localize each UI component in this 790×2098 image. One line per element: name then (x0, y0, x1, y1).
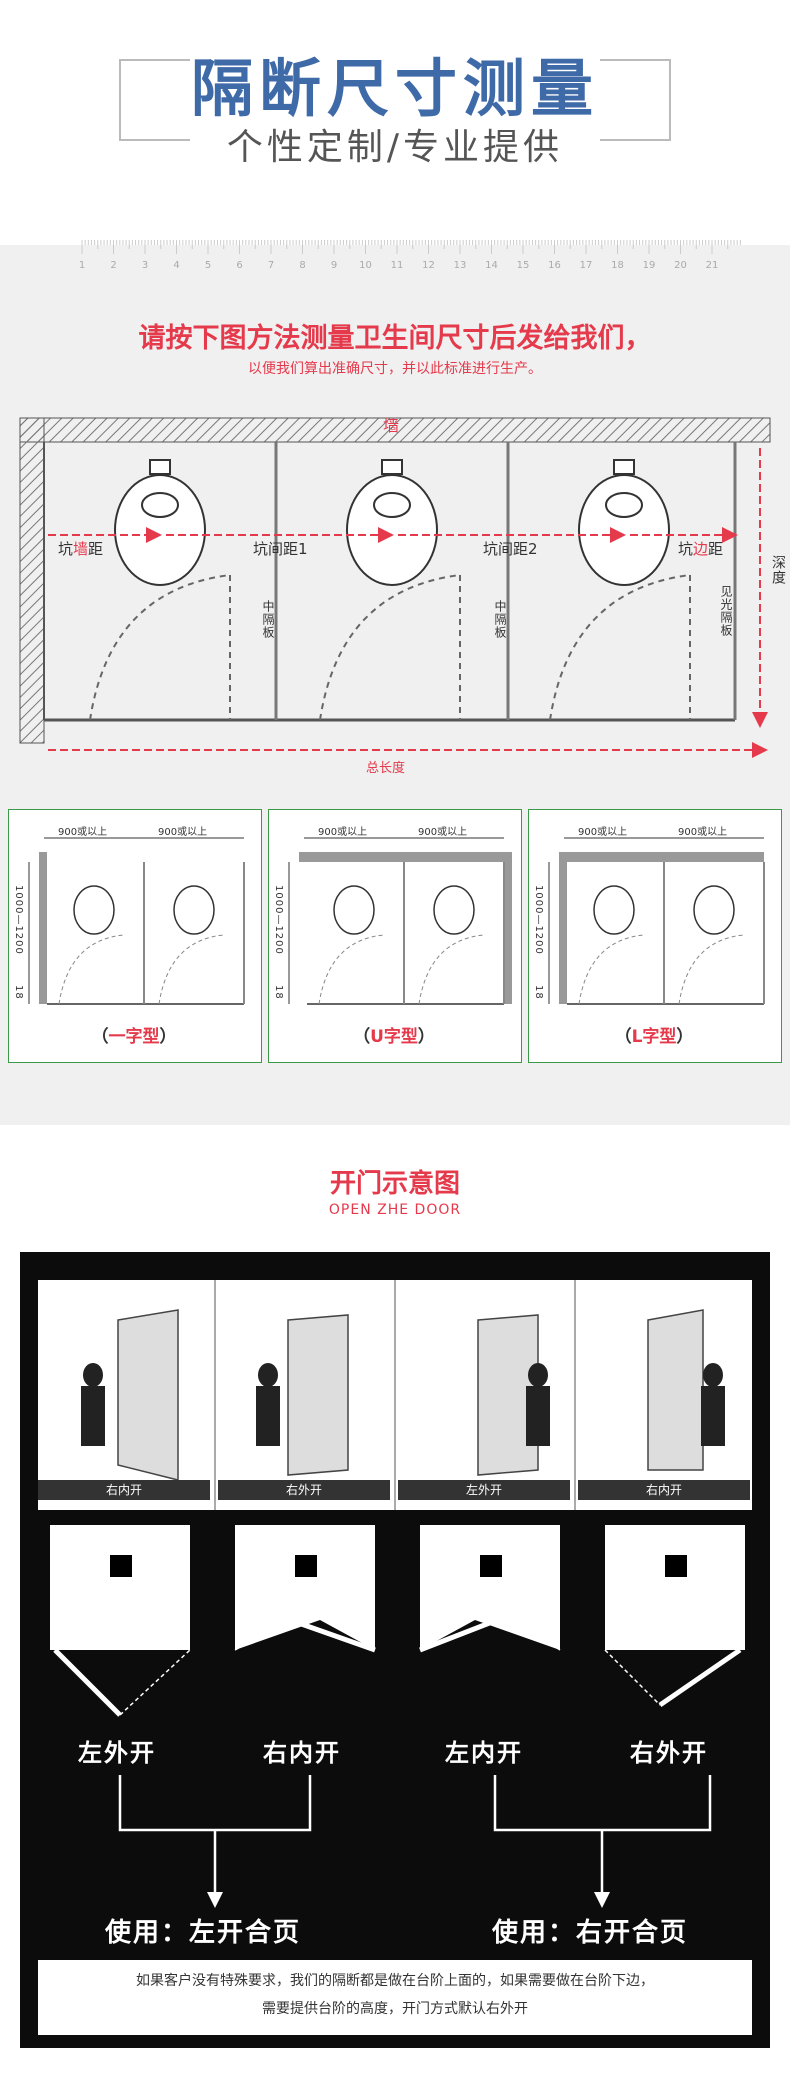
type-plan (28, 837, 245, 1005)
type-height-2: 18 (13, 985, 24, 1000)
ruler-tick-label: 20 (674, 260, 687, 271)
type-width-1: 900或以上 (318, 827, 368, 838)
type-card-label: （一字型） (91, 1027, 177, 1047)
type-card-label: （L字型） (614, 1027, 694, 1047)
ruler-tick-label: 1 (79, 260, 85, 271)
type-card (268, 809, 522, 1063)
depth-label: 深度 (770, 555, 786, 585)
door-section-title: 开门示意图 (329, 1169, 460, 1199)
door-section-subtitle: OPEN ZHE DOOR (328, 1202, 462, 1218)
door-photo-caption: 右外开 (218, 1480, 390, 1500)
middle-panel-label-2: 中隔板 (493, 600, 507, 639)
ruler-tick-label: 6 (236, 260, 242, 271)
type-height-1: 1000—1200 (533, 885, 544, 955)
page-subtitle: 个性定制/专业提供 (226, 127, 564, 168)
ruler-tick-label: 4 (173, 260, 179, 271)
type-width-1: 900或以上 (578, 827, 628, 838)
type-width-2: 900或以上 (678, 827, 728, 838)
measure-subtitle: 以便我们算出准确尺寸，并以此标准进行生产。 (248, 361, 542, 377)
visible-panel-label: 见光隔板 (719, 585, 733, 637)
type-height-2: 18 (533, 985, 544, 1000)
door-photo-caption: 左外开 (398, 1480, 570, 1500)
middle-panel-label-1: 中隔板 (261, 600, 275, 639)
door-photos-graphic (81, 1280, 725, 1510)
total-length-label: 总长度 (366, 761, 406, 776)
type-plan (548, 837, 765, 1005)
door-connectors-graphic (118, 1775, 712, 1908)
ruler-tick-label: 11 (391, 260, 404, 271)
ruler-tick-label: 17 (580, 260, 593, 271)
door-plan-label: 右内开 (263, 1739, 341, 1767)
door-photo-caption: 右内开 (38, 1480, 210, 1500)
ruler-tick-label: 21 (706, 260, 719, 271)
ruler-tick-label: 12 (422, 260, 435, 271)
ruler-tick-label: 7 (268, 260, 274, 271)
pit-wall-distance-label: 坑墙距 (58, 540, 104, 558)
ruler-tick-label: 8 (299, 260, 305, 271)
door-plans-graphic (50, 1525, 745, 1717)
type-height-1: 1000—1200 (273, 885, 284, 955)
ruler-tick-label: 9 (331, 260, 337, 271)
ruler-tick-label: 5 (205, 260, 211, 271)
header-frame (119, 59, 671, 141)
pit-edge-distance-label: 坑边距 (678, 540, 724, 558)
door-note-line-1: 如果客户没有特殊要求，我们的隔断都是做在台阶上面的，如果需要做在台阶下边， (136, 1973, 654, 1989)
type-card-label: （U字型） (353, 1027, 435, 1047)
pit-gap-2-label: 坑间距2 (483, 540, 538, 558)
type-plan (288, 837, 512, 1005)
ruler-tick-label: 15 (517, 260, 530, 271)
door-note-box (38, 1960, 752, 2035)
type-width-1: 900或以上 (58, 827, 108, 838)
door-plan-label: 左内开 (445, 1739, 523, 1767)
wall-label: 墙 (383, 416, 400, 435)
ruler-tick-label: 16 (548, 260, 561, 271)
measure-title: 请按下图方法测量卫生间尺寸后发给我们， (138, 323, 652, 354)
type-card (528, 809, 782, 1063)
ruler-tick-label: 10 (359, 260, 372, 271)
door-photo-caption: 右内开 (578, 1480, 750, 1500)
ruler-tick-label: 19 (643, 260, 656, 271)
ruler-tick-label: 18 (611, 260, 624, 271)
usage-right-hinge: 使用：右开合页 (492, 1918, 689, 1948)
usage-left-hinge: 使用：左开合页 (105, 1918, 302, 1948)
floor-plan-diagram (19, 417, 771, 758)
type-height-1: 1000—1200 (13, 885, 24, 955)
door-plan-label: 左外开 (78, 1739, 156, 1767)
type-card (8, 809, 262, 1063)
ruler-tick-label: 14 (485, 260, 498, 271)
type-width-2: 900或以上 (158, 827, 208, 838)
ruler-tick-label: 13 (454, 260, 467, 271)
ruler-tick-label: 2 (110, 260, 116, 271)
door-plan-label: 右外开 (630, 1739, 708, 1767)
type-width-2: 900或以上 (418, 827, 468, 838)
type-height-2: 18 (273, 985, 284, 1000)
ruler-tick-label: 3 (142, 260, 148, 271)
page-title: 隔断尺寸测量 (190, 52, 599, 125)
pit-gap-1-label: 坑间距1 (253, 540, 308, 558)
door-note-line-2: 需要提供台阶的高度，开门方式默认右外开 (262, 2001, 528, 2017)
